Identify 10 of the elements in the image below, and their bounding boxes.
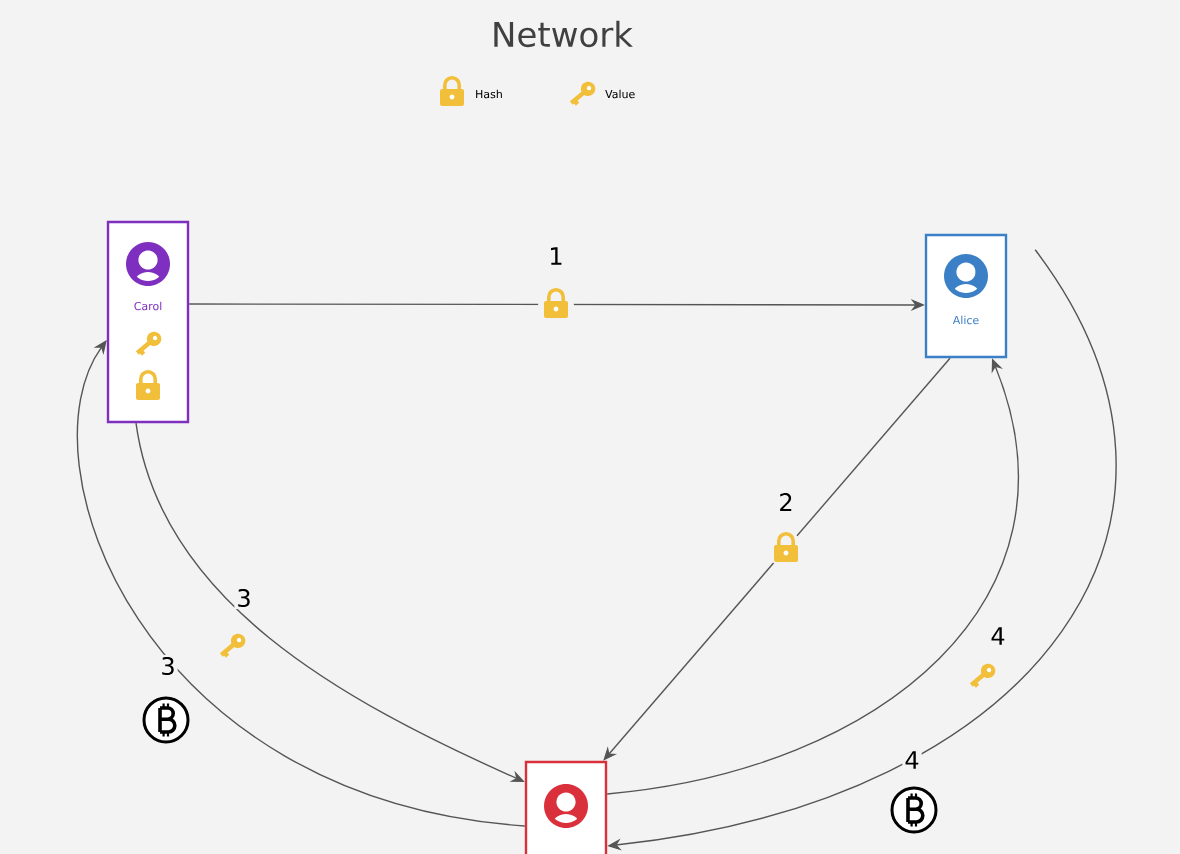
edge-label: 1 <box>551 247 562 265</box>
edge-label: 3 <box>238 588 250 608</box>
title: Network <box>494 20 633 48</box>
edge-label: 3 <box>162 656 174 676</box>
edge-label: 2 <box>780 493 792 511</box>
edge-label: 4 <box>991 627 1005 645</box>
edge-label: 4 <box>905 751 919 769</box>
arrow <box>77 340 526 827</box>
person-card <box>524 760 608 854</box>
arrow <box>603 357 951 761</box>
